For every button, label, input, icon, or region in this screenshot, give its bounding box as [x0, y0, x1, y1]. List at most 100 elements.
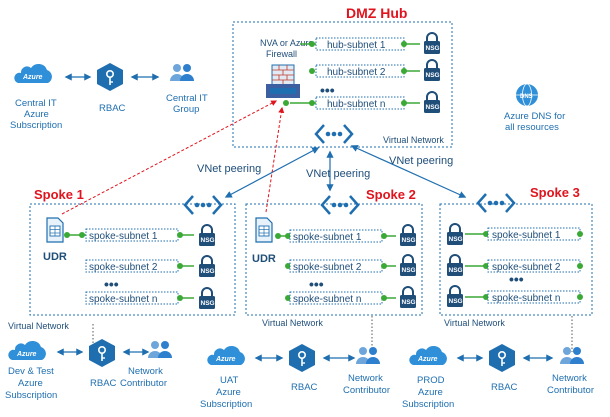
prod-sub-2: Azure	[418, 387, 443, 398]
devtest-rbac-icon	[88, 338, 116, 368]
svg-text:spoke-subnet 2: spoke-subnet 2	[89, 262, 158, 273]
spoke1-title: Spoke 1	[34, 187, 84, 202]
nva-label-1: NVA or Azure	[260, 38, 313, 48]
svg-text:hub-subnet 1: hub-subnet 1	[327, 40, 386, 51]
svg-text:spoke-subnet 2: spoke-subnet 2	[492, 262, 561, 273]
svg-text:Azure: Azure	[215, 356, 236, 363]
svg-text:Azure: Azure	[22, 74, 43, 81]
devtest-sub-1: Dev & Test	[8, 366, 54, 377]
spoke1-subnet-2[interactable]: spoke-subnet 2	[85, 259, 194, 273]
hub-vnet-label: Virtual Network	[383, 135, 444, 145]
devtest-rbac-label: RBAC	[90, 378, 117, 389]
prod-contrib-2: Contributor	[547, 385, 594, 396]
central-azure-icon: Azure	[14, 63, 52, 83]
svg-text:NSG: NSG	[402, 237, 416, 244]
svg-text:NSG: NSG	[449, 236, 463, 243]
dns-label-1: Azure DNS for	[504, 111, 565, 122]
svg-text:NSG: NSG	[426, 72, 440, 79]
spoke2-subnet-1[interactable]: spoke-subnet 1	[275, 229, 396, 243]
spoke1-udr-label: UDR	[43, 251, 67, 263]
uat-rbac-label: RBAC	[291, 382, 318, 393]
spoke1-udr-icon	[46, 217, 64, 243]
spoke2-nsg-1-icon: NSG	[399, 224, 417, 247]
prod-rbac-label: RBAC	[491, 382, 518, 393]
prod-azure-icon: Azure	[409, 345, 447, 365]
svg-text:NSG: NSG	[402, 267, 416, 274]
svg-text:hub-subnet n: hub-subnet n	[327, 99, 385, 110]
svg-text:spoke-subnet 1: spoke-subnet 1	[492, 230, 561, 241]
prod-contributor-icon	[560, 347, 584, 364]
svg-text:Azure: Azure	[417, 356, 438, 363]
spoke2-vnet-icon	[320, 194, 360, 216]
uat-sub-3: Subscription	[200, 399, 252, 410]
svg-text:spoke-subnet n: spoke-subnet n	[293, 294, 361, 305]
spoke1-nsg-2-icon: NSG	[198, 255, 216, 278]
spoke3-nsg-2-icon: NSG	[446, 254, 464, 277]
prod-sub-3: Subscription	[402, 399, 454, 410]
hub-vnet-icon	[314, 123, 354, 145]
devtest-sub-2: Azure	[18, 378, 43, 389]
peering-label-1: VNet peering	[197, 163, 261, 175]
spoke3-subnet-2[interactable]: spoke-subnet 2	[465, 259, 583, 273]
spoke3-nsg-n-icon: NSG	[446, 285, 464, 308]
uat-contrib-2: Contributor	[343, 385, 390, 396]
central-group-2: Group	[173, 104, 199, 115]
central-group-icon	[170, 64, 194, 81]
spoke2-subnet-2[interactable]: spoke-subnet 2	[285, 259, 396, 273]
dns-label-2: all resources	[505, 122, 559, 133]
hub-subnet-n[interactable]: hub-subnet n	[290, 96, 420, 110]
spoke2-udr-label: UDR	[252, 253, 276, 265]
spoke3-subnet-1[interactable]: spoke-subnet 1	[465, 227, 583, 241]
svg-text:NSG: NSG	[449, 298, 463, 305]
svg-text:spoke-subnet 2: spoke-subnet 2	[293, 262, 362, 273]
hub-nsg-n-icon: NSG	[423, 91, 441, 114]
firewall-icon	[266, 64, 300, 98]
spoke1-vnet-icon	[183, 194, 223, 216]
spoke1-subnet-1[interactable]: spoke-subnet 1	[64, 228, 194, 242]
spoke2-nsg-2-icon: NSG	[399, 254, 417, 277]
uat-contrib-1: Network	[348, 373, 383, 384]
hub-nsg-1-icon: NSG	[423, 32, 441, 55]
spoke1-subnet-n[interactable]: spoke-subnet n	[85, 291, 194, 305]
prod-rbac-icon	[488, 343, 516, 373]
central-rbac-label: RBAC	[99, 103, 126, 114]
svg-text:spoke-subnet 1: spoke-subnet 1	[293, 232, 362, 243]
uat-sub-2: Azure	[216, 387, 241, 398]
svg-text:NSG: NSG	[426, 45, 440, 52]
hub-nsg-2-icon: NSG	[423, 59, 441, 82]
spoke1-ellipsis: •••	[104, 276, 119, 292]
central-sub-1: Central IT	[15, 98, 57, 109]
svg-text:NSG: NSG	[201, 268, 215, 275]
hub-subnet-1[interactable]: hub-subnet 1	[300, 37, 420, 51]
spoke3-nsg-1-icon: NSG	[446, 223, 464, 246]
devtest-contributor-icon	[148, 341, 172, 358]
spoke2-subnet-n[interactable]: spoke-subnet n	[285, 291, 396, 305]
spoke3-vnet-icon	[476, 192, 516, 214]
hub-subnet-2[interactable]: hub-subnet 2	[309, 64, 420, 78]
spoke2-nsg-n-icon: NSG	[399, 286, 417, 309]
dns-icon: DNS	[516, 83, 538, 107]
spoke3-title: Spoke 3	[530, 185, 580, 200]
uat-contributor-icon	[356, 347, 380, 364]
peering-label-2: VNet peering	[306, 168, 370, 180]
svg-text:Azure: Azure	[16, 351, 37, 358]
spoke1-nsg-n-icon: NSG	[198, 287, 216, 310]
devtest-azure-icon: Azure	[8, 340, 46, 360]
central-group-1: Central IT	[166, 93, 208, 104]
spoke3-subnet-n[interactable]: spoke-subnet n	[465, 290, 583, 304]
spoke1-nsg-1-icon: NSG	[198, 224, 216, 247]
prod-contrib-1: Network	[552, 373, 587, 384]
hub-vnet-box	[232, 21, 453, 148]
devtest-contrib-1: Network	[128, 366, 163, 377]
svg-text:NSG: NSG	[201, 300, 215, 307]
svg-text:NSG: NSG	[449, 267, 463, 274]
svg-text:NSG: NSG	[402, 299, 416, 306]
peering-label-3: VNet peering	[389, 155, 453, 167]
spoke2-ellipsis: •••	[309, 276, 324, 292]
hub-title: DMZ Hub	[346, 5, 407, 21]
svg-text:spoke-subnet n: spoke-subnet n	[492, 293, 560, 304]
spoke2-vnet-label: Virtual Network	[262, 318, 323, 328]
svg-text:spoke-subnet n: spoke-subnet n	[89, 294, 157, 305]
uat-sub-1: UAT	[220, 375, 238, 386]
